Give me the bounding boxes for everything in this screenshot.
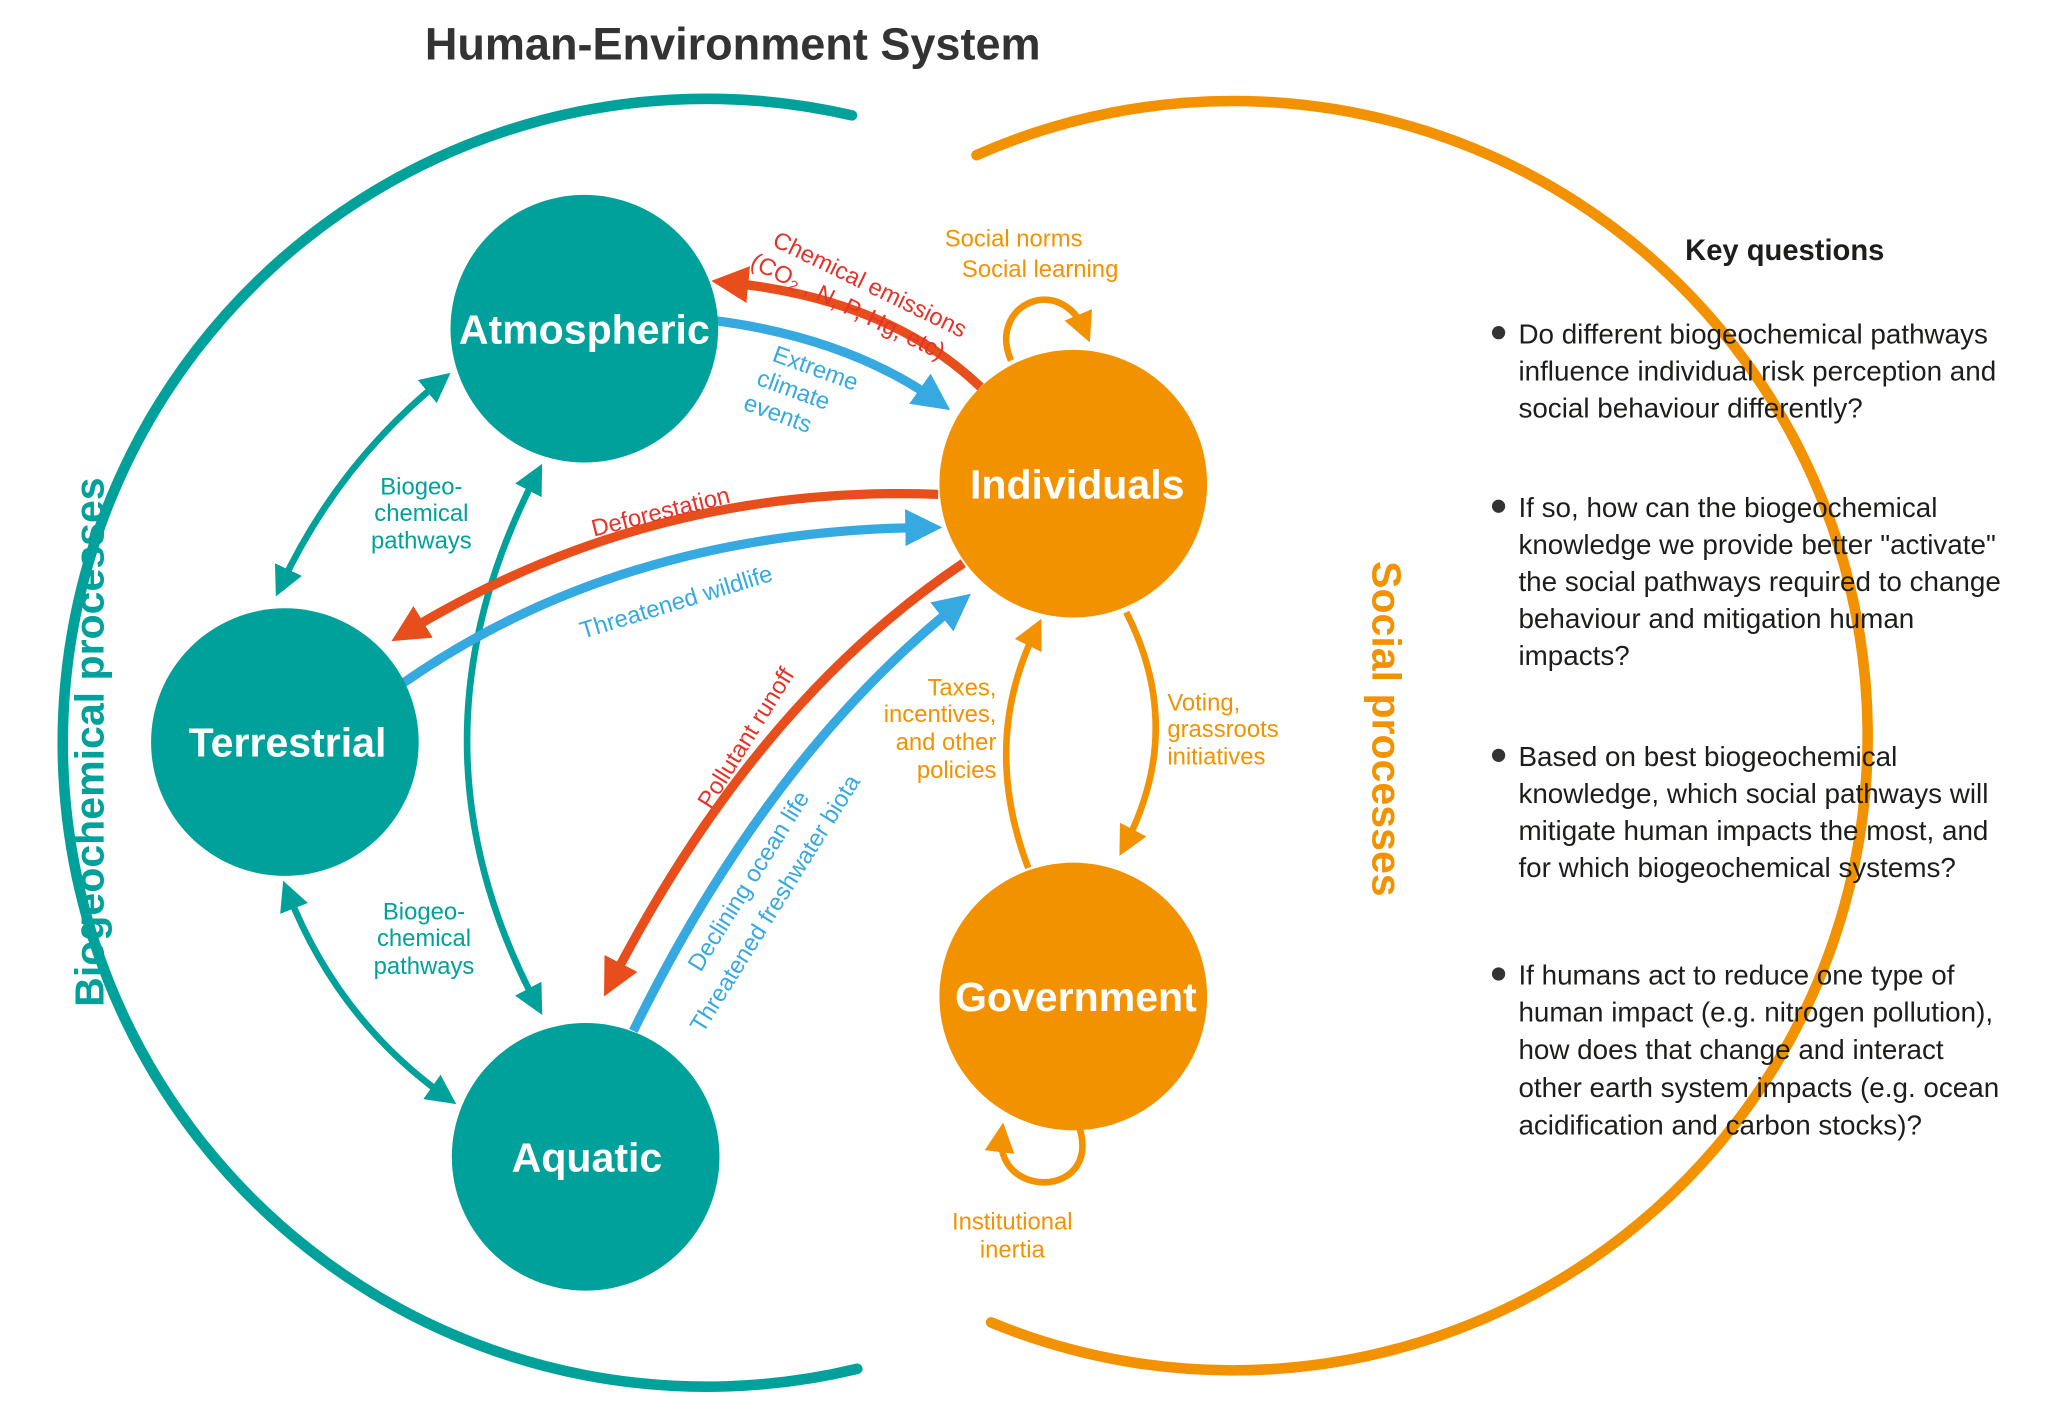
voting-line: grassroots bbox=[1167, 716, 1278, 743]
biogeo-line: chemical bbox=[374, 500, 468, 527]
key-question-1: Do different biogeochemical pathways inf… bbox=[1491, 318, 1996, 423]
question-line: knowledge, which social pathways will bbox=[1518, 778, 1988, 809]
question-line: social behaviour differently? bbox=[1518, 392, 1862, 423]
biogeo-line: Biogeo- bbox=[380, 473, 462, 500]
extreme-climate-arrow bbox=[714, 316, 951, 411]
key-question-2: If so, how can the biogeochemical knowle… bbox=[1491, 492, 2001, 671]
question-line: mitigate human impacts the most, and bbox=[1518, 815, 1988, 846]
question-line: behaviour and mitigation human bbox=[1518, 603, 1914, 634]
social-processes-label: Social processes bbox=[1364, 561, 1410, 897]
bullet-icon bbox=[1491, 967, 1506, 981]
threatened-wildlife-arrow bbox=[401, 509, 943, 687]
question-line: other earth system impacts (e.g. ocean bbox=[1518, 1072, 1999, 1103]
node-aquatic: Aquatic bbox=[451, 1023, 720, 1291]
question-line: the social pathways required to change bbox=[1518, 566, 2000, 597]
social-learning-line: Social learning bbox=[962, 256, 1118, 283]
social-norms-line: Social norms bbox=[945, 226, 1083, 253]
node-individuals-label: Individuals bbox=[970, 461, 1184, 507]
voting-arrow bbox=[1119, 610, 1160, 857]
biogeochemical-processes-label: Biogeochemical processes bbox=[66, 477, 112, 1006]
policies-line: incentives, bbox=[884, 701, 997, 728]
institutional-inertia-label: Institutional inertia bbox=[952, 1209, 1073, 1264]
biogeo-line: pathways bbox=[371, 528, 472, 555]
question-line: knowledge we provide better "activate" bbox=[1518, 529, 1995, 560]
biogeo-line: pathways bbox=[374, 953, 475, 980]
policies-arrow bbox=[1002, 618, 1042, 870]
question-line: impacts? bbox=[1518, 640, 1629, 671]
social-norms-loop bbox=[1002, 296, 1092, 362]
institutional-inertia-loop bbox=[984, 1122, 1086, 1186]
question-line: human impact (e.g. nitrogen pollution), bbox=[1518, 997, 1993, 1028]
node-terrestrial: Terrestrial bbox=[151, 608, 419, 876]
biogeochemical-arc bbox=[57, 93, 863, 1392]
node-aquatic-label: Aquatic bbox=[512, 1134, 663, 1180]
social-norms-label: Social norms Social learning bbox=[945, 226, 1119, 283]
biogeo-pathways-top-label: Biogeo- chemical pathways bbox=[371, 473, 472, 554]
key-questions-heading: Key questions bbox=[1685, 235, 1884, 267]
key-question-4: If humans act to reduce one type of huma… bbox=[1491, 960, 1999, 1140]
question-line: acidification and carbon stocks)? bbox=[1518, 1109, 1922, 1140]
deforestation-label: Deforestation bbox=[589, 482, 733, 543]
inertia-line: Institutional bbox=[952, 1209, 1073, 1236]
question-line: If so, how can the biogeochemical bbox=[1518, 492, 1937, 523]
terrestrial-aquatic-arrow bbox=[280, 880, 457, 1105]
threatened-wildlife-label: Threatened wildlife bbox=[577, 560, 776, 644]
node-individuals: Individuals bbox=[939, 349, 1208, 618]
node-atmospheric: Atmospheric bbox=[450, 194, 719, 463]
question-line: influence individual risk perception and bbox=[1518, 355, 1996, 386]
voting-label: Voting, grassroots initiatives bbox=[1167, 689, 1278, 770]
biogeo-line: Biogeo- bbox=[383, 899, 465, 926]
question-line: If humans act to reduce one type of bbox=[1518, 960, 1954, 991]
node-terrestrial-label: Terrestrial bbox=[189, 720, 387, 766]
atmos-aquatic-arrow bbox=[463, 463, 543, 1015]
policies-line: and other bbox=[896, 729, 997, 756]
bullet-icon bbox=[1491, 748, 1506, 762]
deforestation-arrow bbox=[391, 489, 939, 642]
bullet-icon bbox=[1491, 499, 1506, 513]
node-atmospheric-label: Atmospheric bbox=[459, 306, 710, 352]
bullet-icon bbox=[1491, 326, 1506, 340]
question-line: for which biogeochemical systems? bbox=[1518, 852, 1955, 883]
declining-biota-arrow bbox=[629, 593, 971, 1033]
social-arc bbox=[971, 95, 1873, 1376]
key-question-3: Based on best biogeochemical knowledge, … bbox=[1491, 741, 1988, 883]
voting-line: initiatives bbox=[1167, 744, 1265, 771]
policies-line: Taxes, bbox=[927, 675, 996, 702]
question-line: Based on best biogeochemical bbox=[1518, 741, 1897, 772]
inertia-line: inertia bbox=[980, 1237, 1046, 1264]
voting-line: Voting, bbox=[1167, 689, 1240, 716]
biogeo-line: chemical bbox=[377, 925, 471, 952]
policies-label: Taxes, incentives, and other policies bbox=[884, 675, 997, 784]
pollutant-runoff-arrow bbox=[604, 559, 966, 997]
diagram-title: Human-Environment System bbox=[425, 19, 1041, 70]
question-line: how does that change and interact bbox=[1518, 1034, 1943, 1065]
node-government: Government bbox=[939, 862, 1208, 1131]
chemical-emissions-arrow bbox=[711, 266, 984, 391]
question-line: Do different biogeochemical pathways bbox=[1518, 318, 1988, 349]
atmos-terrestrial-arrow bbox=[274, 372, 451, 597]
policies-line: policies bbox=[917, 757, 997, 784]
biogeo-pathways-bottom-label: Biogeo- chemical pathways bbox=[374, 899, 475, 980]
node-government-label: Government bbox=[955, 974, 1197, 1020]
